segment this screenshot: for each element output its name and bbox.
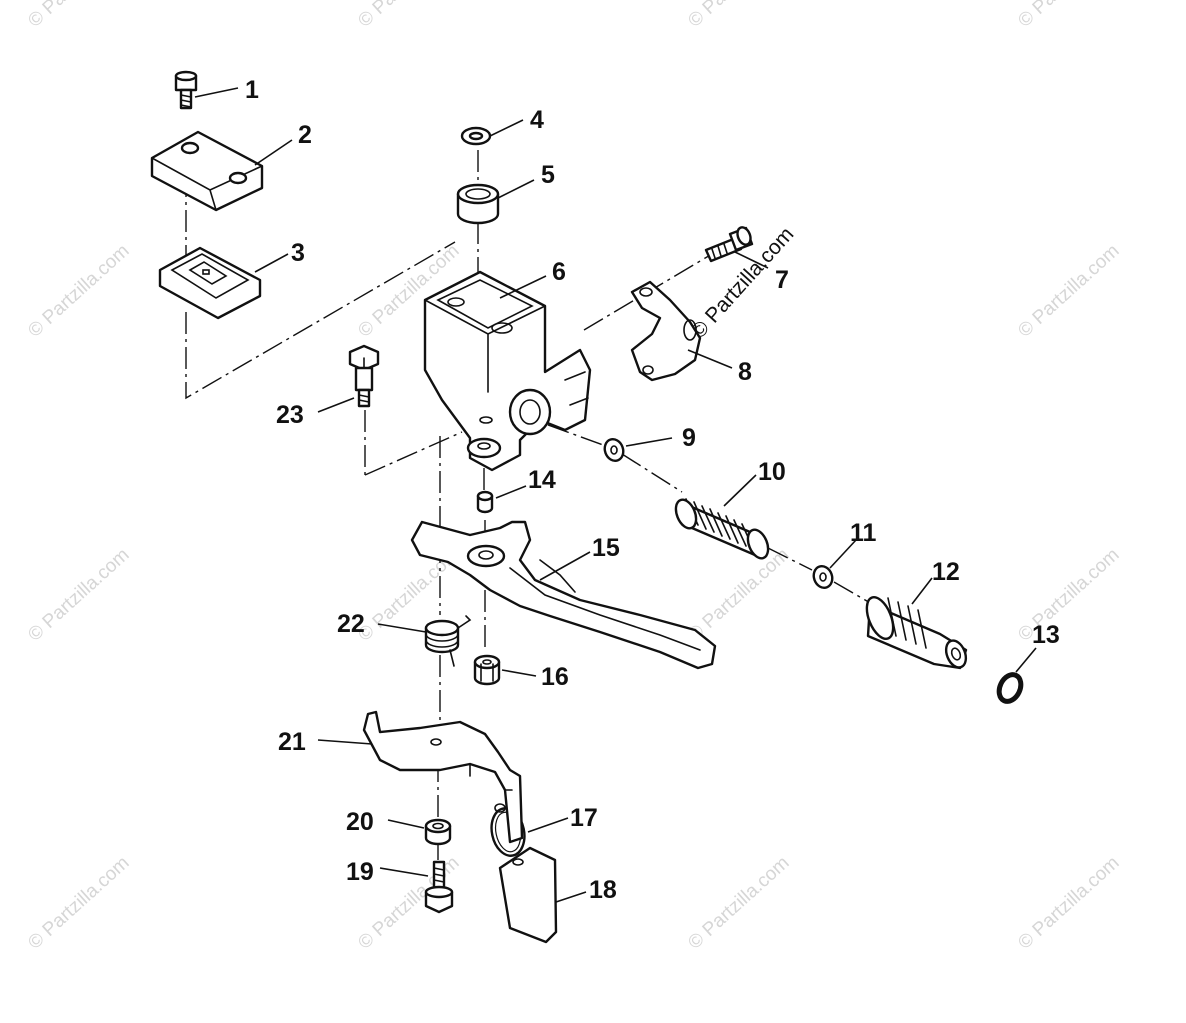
callout-21: 21 [278,728,306,756]
watermark: © Partzilla.com [684,544,793,645]
part-23-shoulder-bolt [348,344,380,408]
callout-1: 1 [245,76,259,104]
part-19-bolt [424,860,454,914]
callout-4: 4 [530,106,544,134]
part-20-bushing [424,818,452,846]
watermark: © Partzilla.com [1014,0,1123,32]
part-13-o-ring [996,672,1024,704]
callout-9: 9 [682,424,696,452]
callout-6: 6 [552,258,566,286]
watermark: © Partzilla.com [24,544,133,645]
part-16-nut [473,654,501,686]
watermark: © Partzilla.com [1014,240,1123,341]
part-6-master-cylinder [423,270,592,472]
callout-15: 15 [592,534,620,562]
part-22-torsion-spring [424,615,472,667]
callout-23: 23 [276,401,304,429]
part-11-washer [812,565,834,589]
part-9-washer [603,438,625,462]
part-12-piston [865,595,968,670]
callout-22: 22 [337,610,365,638]
callout-7: 7 [775,266,789,294]
callout-19: 19 [346,858,374,886]
watermark: © Partzilla.com [1014,852,1123,953]
watermark: © Partzilla.com [24,0,133,32]
callout-11: 11 [850,519,877,547]
part-7-bolt [704,226,754,263]
part-18-tag [498,846,558,944]
callout-2: 2 [298,121,312,149]
watermark: © Partzilla.com [24,852,133,953]
watermark: © Partzilla.com [1014,544,1123,645]
part-1-screw [174,70,198,110]
part-3-diaphragm [158,246,262,320]
callout-labels: 1 2 3 4 5 6 7 8 9 10 11 12 13 14 15 16 1… [245,76,1060,904]
leader-lines [194,87,1037,903]
watermark: © Partzilla.com [684,0,793,32]
callout-10: 10 [758,458,786,486]
part-2-cover [150,130,264,212]
callout-17: 17 [570,804,598,832]
watermark: © Partzilla.com [24,240,133,341]
watermark: © Partzilla.com [354,0,463,32]
callout-13: 13 [1032,621,1060,649]
part-5-bushing [456,183,500,225]
part-14-nut [476,490,494,514]
part-10-spring [674,498,770,560]
callout-14: 14 [528,466,556,494]
callout-20: 20 [346,808,374,836]
callout-5: 5 [541,161,555,189]
part-4-washer [460,126,492,146]
callout-18: 18 [589,876,617,904]
callout-16: 16 [541,663,569,691]
part-15-lever [410,520,717,670]
callout-8: 8 [738,358,752,386]
callout-12: 12 [932,558,960,586]
part-8-clamp [630,280,702,382]
callout-3: 3 [291,239,305,267]
watermark: © Partzilla.com [684,852,793,953]
part-21-bracket [362,710,524,844]
